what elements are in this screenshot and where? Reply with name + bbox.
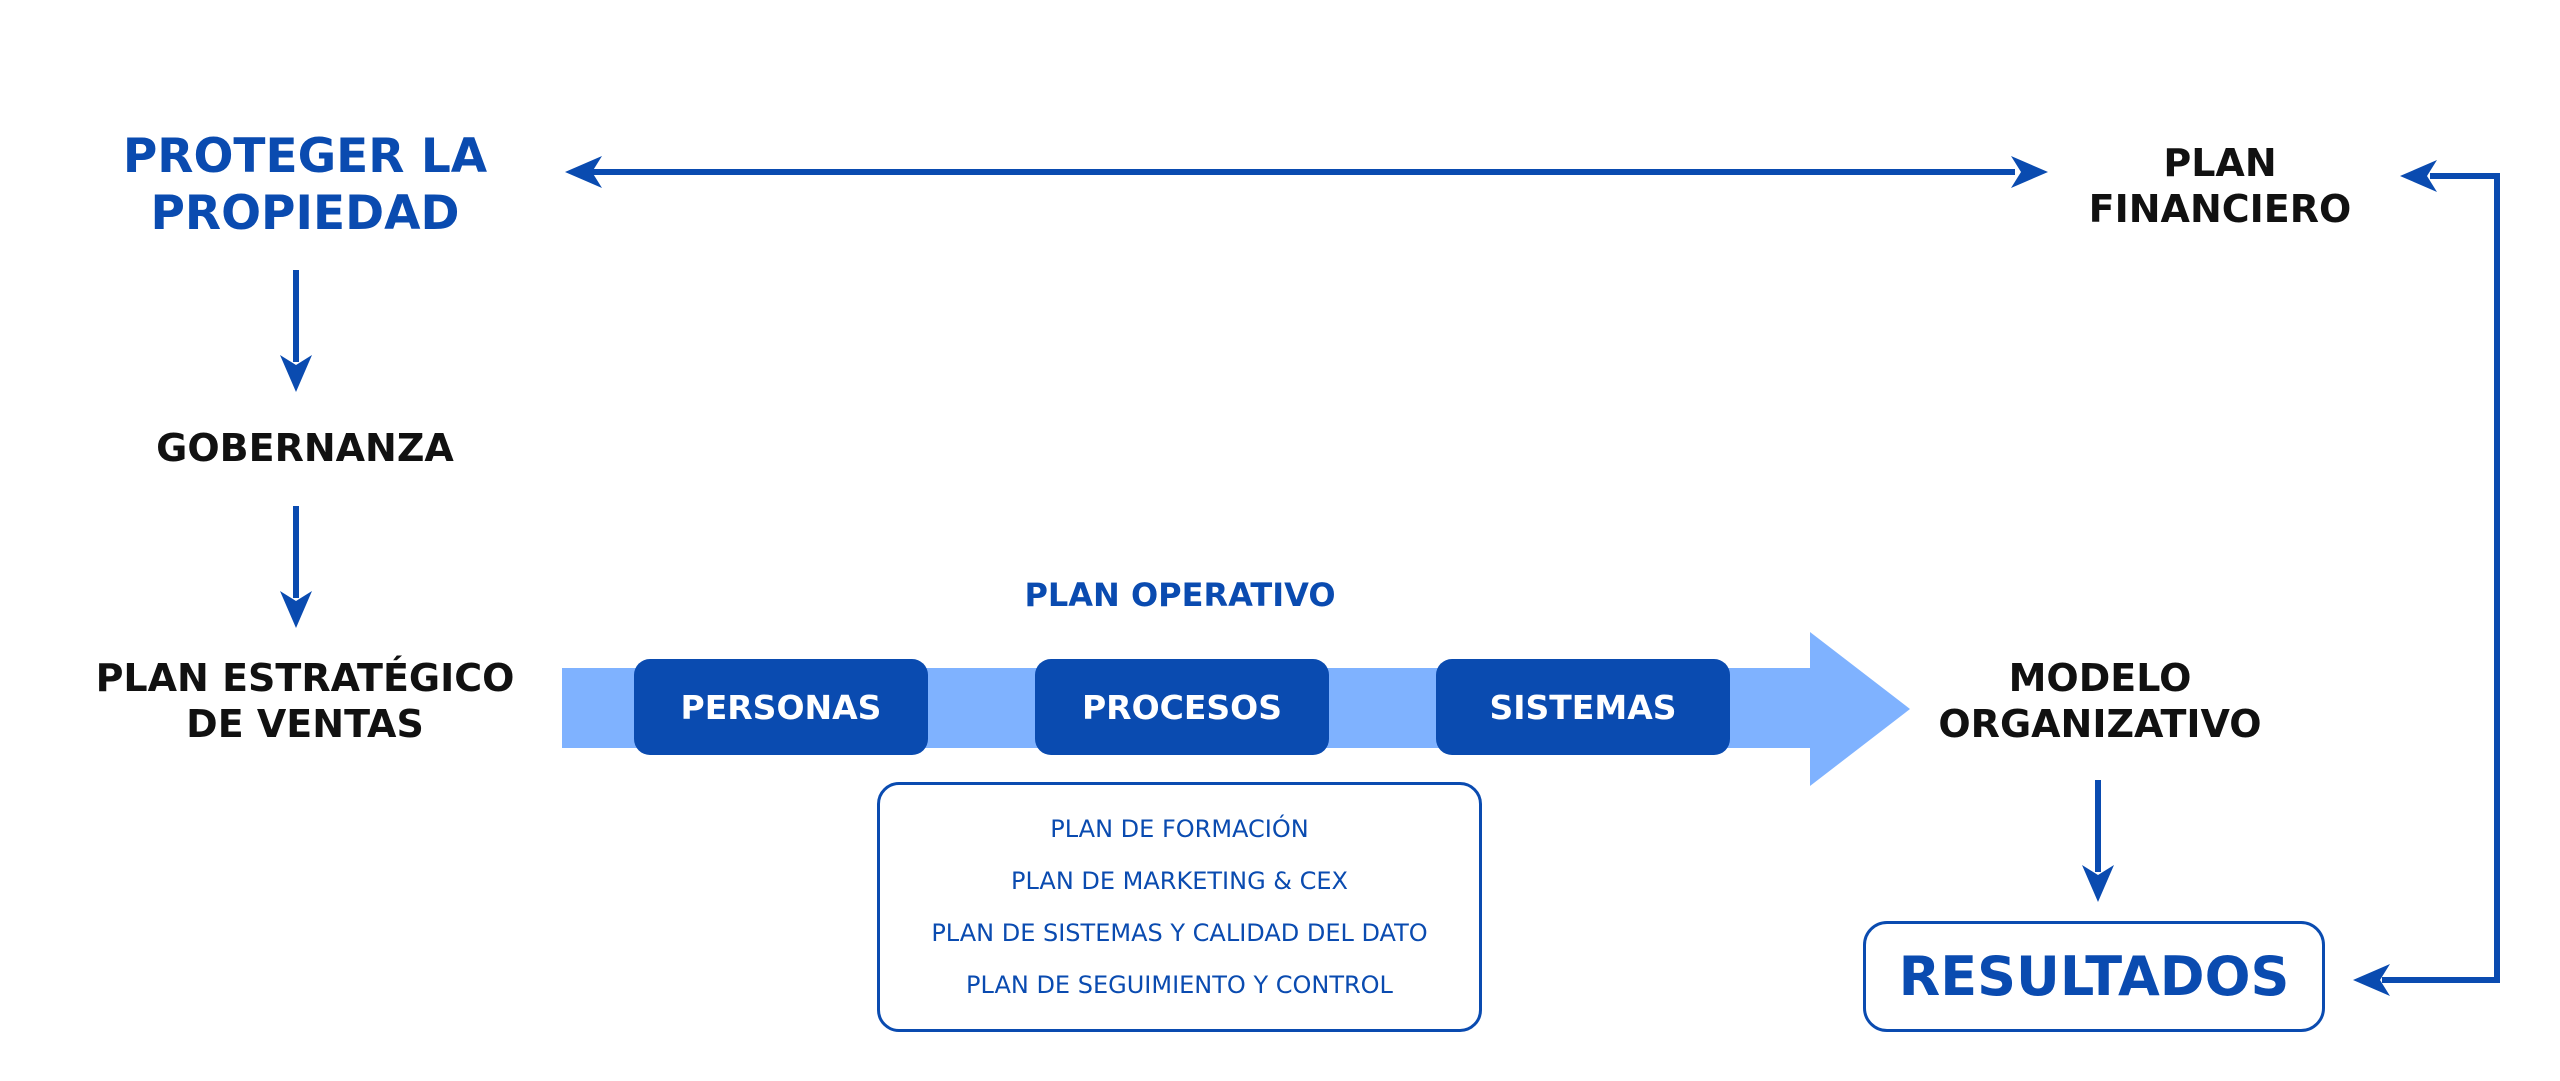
double-arrow-top (565, 156, 2048, 188)
node-plan-estrategico-de-ventas: PLAN ESTRATÉGICO DE VENTAS (60, 655, 550, 748)
node-modelo-line-1: MODELO (2008, 656, 2192, 700)
stage-procesos: PROCESOS (1035, 659, 1329, 755)
arrow-down-3 (2082, 780, 2114, 902)
plan-item-sistemas-calidad-dato: PLAN DE SISTEMAS Y CALIDAD DEL DATO (931, 919, 1428, 947)
stage-sistemas: SISTEMAS (1436, 659, 1730, 755)
node-modelo-line-2: ORGANIZATIVO (1938, 702, 2262, 747)
node-plan-financiero-line-2: FINANCIERO (2088, 187, 2352, 232)
plan-item-marketing-cex: PLAN DE MARKETING & CEX (1011, 867, 1348, 895)
node-resultados: RESULTADOS (1863, 921, 2325, 1032)
node-plan-estrategico-line-2: DE VENTAS (186, 702, 424, 747)
plan-item-seguimiento-control: PLAN DE SEGUIMIENTO Y CONTROL (966, 971, 1393, 999)
node-gobernanza: GOBERNANZA (156, 426, 454, 470)
stage-personas: PERSONAS (634, 659, 928, 755)
arrow-down-1 (280, 270, 312, 392)
node-proteger-la-propiedad: PROTEGER LA PROPIEDAD (60, 128, 550, 243)
plan-operativo-title: PLAN OPERATIVO (1024, 576, 1336, 614)
node-modelo-organizativo: MODELO ORGANIZATIVO (1860, 655, 2340, 748)
plan-item-formacion: PLAN DE FORMACIÓN (1050, 815, 1309, 843)
arrow-down-2 (280, 506, 312, 628)
operational-plans-box: PLAN DE FORMACIÓN PLAN DE MARKETING & CE… (877, 782, 1482, 1032)
node-plan-financiero: PLAN FINANCIERO (2030, 140, 2410, 233)
node-plan-estrategico-line-1: PLAN ESTRATÉGICO (95, 656, 515, 700)
node-plan-financiero-line-1: PLAN (2163, 141, 2277, 185)
node-proteger-line-2: PROPIEDAD (150, 186, 460, 242)
feedback-loop-arrow (2353, 160, 2500, 996)
node-proteger-line-1: PROTEGER LA (122, 129, 488, 184)
